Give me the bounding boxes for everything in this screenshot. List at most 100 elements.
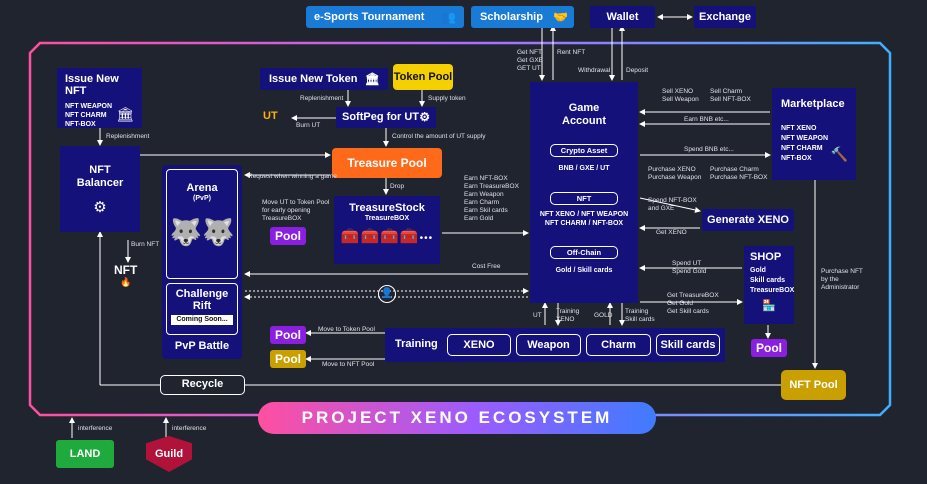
shop-item: TreasureBOX bbox=[750, 287, 795, 294]
label-drop: Drop bbox=[390, 183, 405, 190]
marketplace-title: Marketplace bbox=[781, 98, 845, 110]
pool-purple-training: Pool bbox=[270, 326, 306, 344]
label-rent-nft: Rent NFT bbox=[557, 49, 586, 56]
label-get-xeno: Get XENO bbox=[656, 229, 687, 236]
ut-logo: UT bbox=[263, 110, 278, 122]
marketplace-item: NFT XENO bbox=[781, 125, 817, 132]
shop-item: Gold bbox=[750, 267, 766, 274]
label-get-nft: Get NFT Get GXE GET UT bbox=[517, 49, 544, 72]
pool-label: Pool bbox=[275, 352, 301, 366]
label-spend-ut: Spend UT Spend Gold bbox=[672, 260, 707, 275]
gear-icon: ⚙ bbox=[93, 199, 107, 216]
nft-pool-label: NFT Pool bbox=[789, 379, 838, 391]
label-ut: UT bbox=[533, 312, 542, 319]
label-sell-charm: Sell Charm Sell NFT-BOX bbox=[710, 88, 751, 103]
treasure-pool-label: Treasure Pool bbox=[347, 156, 427, 170]
label-burn-nft: Burn NFT bbox=[131, 241, 160, 248]
training-item-weapon[interactable]: Weapon bbox=[516, 334, 581, 356]
label-replenishment: Replenishment bbox=[106, 133, 150, 140]
label-earn-bnb: Earn BNB etc... bbox=[684, 116, 729, 123]
training-box: Training XENO Weapon Charm Skill cards bbox=[385, 328, 725, 362]
crypto-asset-title: Crypto Asset bbox=[560, 146, 608, 155]
nft-burn-logo: NFT 🔥 bbox=[114, 263, 137, 288]
treasure-stock-box: TreasureStock TreasureBOX 🧰🧰🧰🧰••• bbox=[334, 196, 440, 264]
issue-nft-item: NFT WEAPON bbox=[65, 103, 113, 110]
wolf-characters-icon: 🐺🐺 bbox=[169, 217, 235, 247]
label-move-ut: Move UT to Token Pool for early opening … bbox=[262, 199, 330, 222]
handshake-icon: 🤝 bbox=[553, 10, 568, 24]
pool-label: Pool bbox=[275, 229, 301, 243]
label-spend-nft: Spend NFT-BOX and GXE bbox=[648, 197, 697, 212]
pool-label: Pool bbox=[756, 341, 782, 355]
training-item-xeno[interactable]: XENO bbox=[447, 334, 511, 356]
label-move-nft: Move to NFT Pool bbox=[322, 361, 375, 368]
recycle-box: Recycle bbox=[160, 375, 245, 395]
group-icon: 👥 bbox=[441, 10, 456, 24]
training-item-charm[interactable]: Charm bbox=[586, 334, 651, 356]
exchange-box[interactable]: Exchange bbox=[694, 6, 756, 28]
pool-purple-left: Pool bbox=[270, 227, 306, 245]
label-training-xeno: Training XENO bbox=[556, 308, 580, 323]
treasure-stock-sub: TreasureBOX bbox=[364, 215, 410, 222]
arena-sub: (PvP) bbox=[193, 195, 211, 202]
bank-icon: 🏛 bbox=[116, 106, 134, 122]
off-chain-title: Off-Chain bbox=[566, 248, 602, 257]
label-cost-free: Cost Free bbox=[472, 263, 501, 270]
esports-label: e-Sports Tournament bbox=[314, 11, 425, 23]
land-label: LAND bbox=[69, 448, 101, 460]
nft-pill: NFT bbox=[550, 192, 618, 205]
label-earn: Earn NFT-BOX Earn TreasureBOX Earn Weapo… bbox=[464, 175, 519, 222]
token-pool: Token Pool bbox=[393, 64, 453, 90]
marketplace-item: NFT WEAPON bbox=[781, 135, 829, 142]
nft-balancer-box: NFT Balancer ⚙ bbox=[60, 146, 140, 232]
issue-nft-item: NFT CHARM bbox=[65, 112, 107, 119]
gear-icon: ⚙ bbox=[419, 110, 430, 124]
arena-card[interactable]: Arena (PvP) 🐺🐺 bbox=[166, 169, 238, 279]
challenge-rift-card[interactable]: Challenge Rift Coming Soon... bbox=[166, 283, 238, 335]
label-deposit: Deposit bbox=[626, 67, 649, 74]
label-interference: interference bbox=[78, 425, 113, 432]
ecosystem-frame bbox=[28, 41, 892, 417]
training-item-skill-cards[interactable]: Skill cards bbox=[656, 334, 720, 356]
shop-title: SHOP bbox=[750, 251, 782, 263]
softpeg-label: SoftPeg for UT bbox=[342, 111, 419, 123]
land-badge: LAND bbox=[56, 440, 114, 468]
issue-nft-title: Issue New NFT bbox=[65, 73, 119, 97]
shop-box: SHOP Gold Skill cards TreasureBOX 🏪 bbox=[744, 246, 794, 324]
issue-token-title: Issue New Token bbox=[269, 73, 358, 85]
player-icon: 👤 bbox=[378, 285, 396, 303]
token-pool-label: Token Pool bbox=[393, 71, 453, 83]
training-item-label: Weapon bbox=[527, 339, 570, 351]
pvp-battle-label: PvP Battle bbox=[174, 340, 230, 352]
exchange-label: Exchange bbox=[699, 11, 751, 23]
arena-title: Arena bbox=[186, 182, 218, 194]
wallet-box[interactable]: Wallet bbox=[590, 6, 655, 28]
scholarship-button[interactable]: Scholarship 🤝 bbox=[471, 6, 574, 28]
marketplace-item: NFT CHARM bbox=[781, 145, 823, 152]
shop-item: Skill cards bbox=[750, 277, 786, 284]
training-item-label: XENO bbox=[463, 339, 495, 351]
crypto-asset-pill: Crypto Asset bbox=[550, 144, 618, 157]
label-spend-bnb: Spend BNB etc... bbox=[684, 146, 734, 153]
esports-tournament-button[interactable]: e-Sports Tournament 👥 bbox=[306, 6, 464, 28]
ut-logo-text: UT bbox=[263, 110, 278, 122]
guild-label: Guild bbox=[154, 448, 184, 460]
pool-label: Pool bbox=[275, 328, 301, 342]
label-supply-token: Supply token bbox=[428, 95, 466, 102]
issue-nft-box: Issue New NFT NFT WEAPON NFT CHARM NFT-B… bbox=[57, 68, 142, 128]
off-chain-pill: Off-Chain bbox=[550, 246, 618, 259]
training-item-label: Charm bbox=[601, 339, 636, 351]
wallet-label: Wallet bbox=[606, 11, 639, 23]
label-interference: interference bbox=[172, 425, 207, 432]
coming-soon-badge: Coming Soon... bbox=[171, 315, 233, 325]
label-burn-ut: Burn UT bbox=[296, 122, 321, 129]
nft-logo-text: NFT bbox=[114, 263, 138, 277]
pvp-battle-box: Arena (PvP) 🐺🐺 Challenge Rift Coming Soo… bbox=[162, 165, 242, 359]
marketplace-box: Marketplace NFT XENO NFT WEAPON NFT CHAR… bbox=[772, 88, 856, 180]
label-purchase-charm: Purchase Charm Purchase NFT-BOX bbox=[710, 166, 768, 181]
nft-pill-title: NFT bbox=[576, 194, 592, 203]
label-purchase-xeno: Purchase XENO Purchase Weapon bbox=[648, 166, 702, 181]
label-request: Request when winning a game bbox=[248, 173, 337, 180]
generate-xeno-label: Generate XENO bbox=[707, 214, 789, 226]
nft-balancer-title: NFT Balancer bbox=[76, 164, 124, 189]
